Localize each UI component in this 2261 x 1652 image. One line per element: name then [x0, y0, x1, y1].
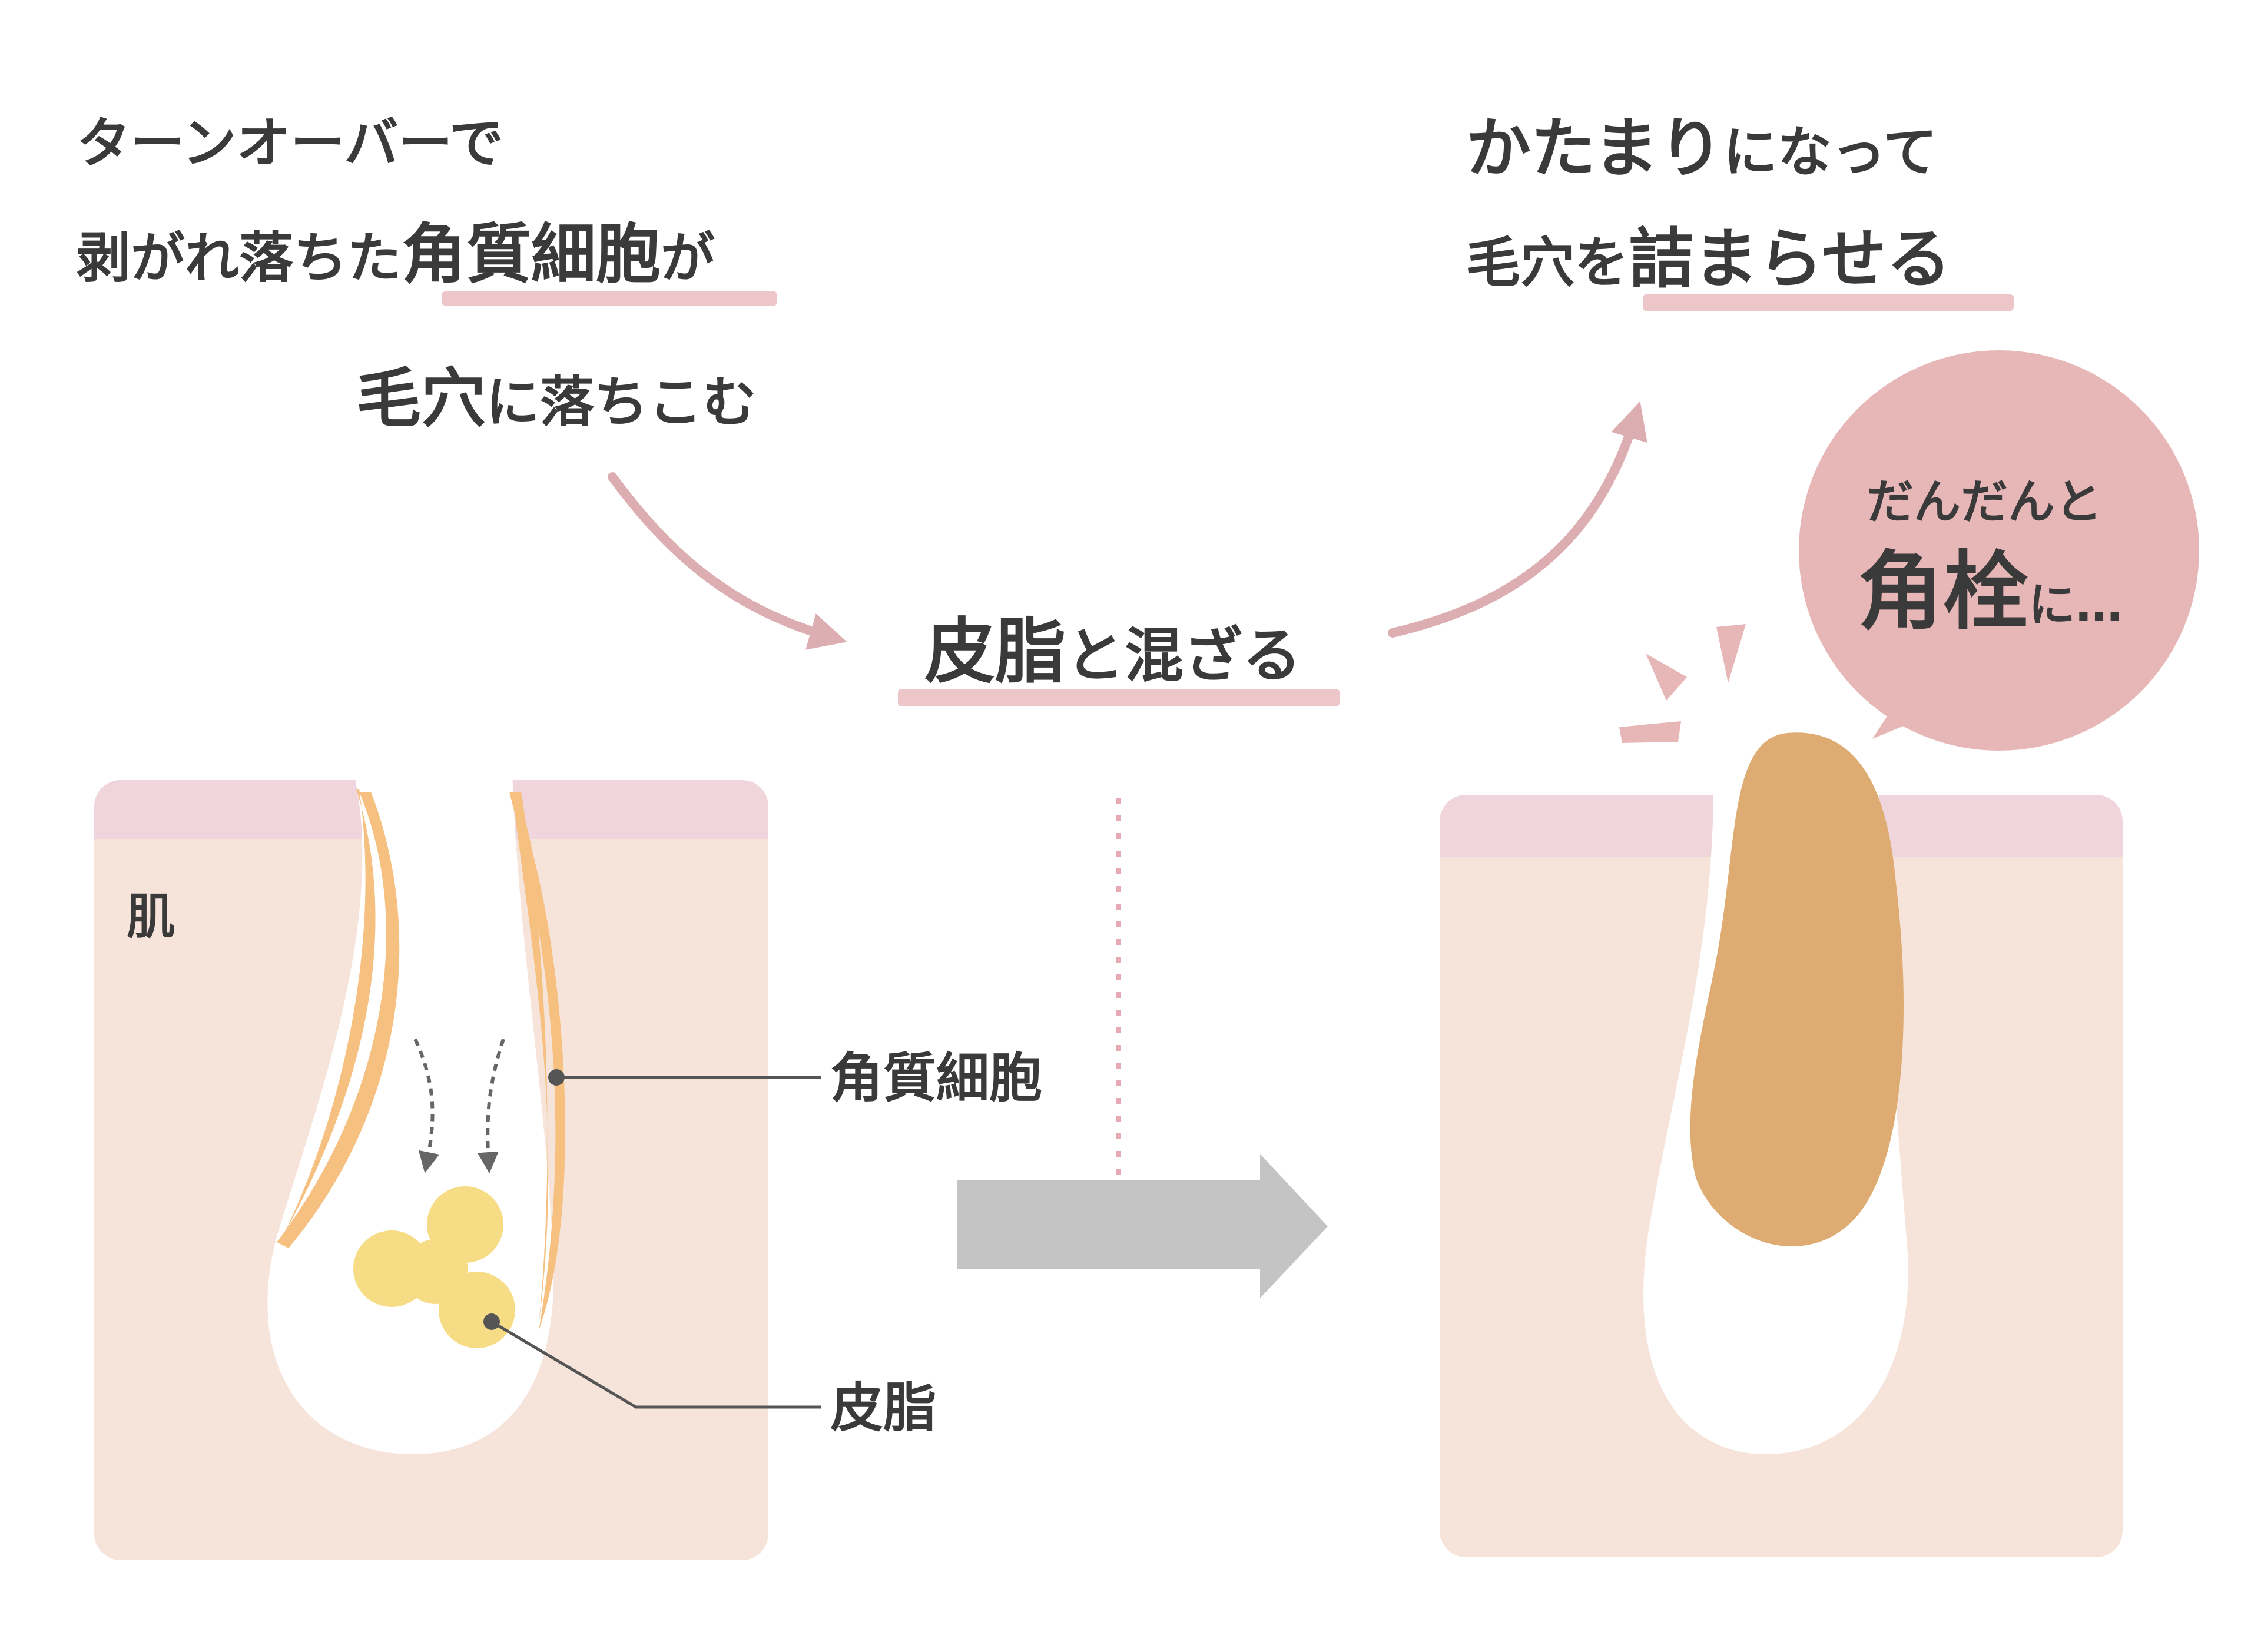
curved-arrow-icon [612, 477, 836, 639]
highlight-underline [1643, 294, 2014, 311]
label-skin: 肌 [127, 889, 175, 945]
speech-bubble: だんだんと 角栓に… [1799, 350, 2199, 751]
highlight-underline [442, 291, 777, 306]
label-keratin-cell: 角質細胞 [830, 1047, 1042, 1109]
middle-caption-text: 皮脂と混ざる [924, 611, 1301, 693]
label-sebum: 皮脂 [830, 1377, 936, 1439]
right-arrow-icon [957, 1154, 1328, 1298]
skin-panel-right [1440, 732, 2123, 1557]
left-caption: ターンオーバーで 剥がれ落ちた角質細胞が 毛穴に落ちこむ [77, 112, 777, 436]
curved-arrow-icon [1393, 412, 1637, 633]
middle-caption: 皮脂と混ざる [898, 611, 1340, 706]
right-caption-line2: 毛穴を詰まらせる [1466, 221, 1951, 297]
left-caption-line2: 剥がれ落ちた角質細胞が [77, 217, 715, 292]
right-caption-line1: かたまりになって [1466, 111, 1937, 186]
left-caption-line3: 毛穴に落ちこむ [356, 361, 757, 436]
burst-marks [1619, 624, 1746, 743]
right-caption: かたまりになって 毛穴を詰まらせる [1466, 111, 2014, 311]
skin-panel-left: 肌 [94, 771, 768, 1560]
left-caption-line1: ターンオーバーで [77, 112, 503, 175]
bubble-line1: だんだんと [1867, 475, 2102, 529]
